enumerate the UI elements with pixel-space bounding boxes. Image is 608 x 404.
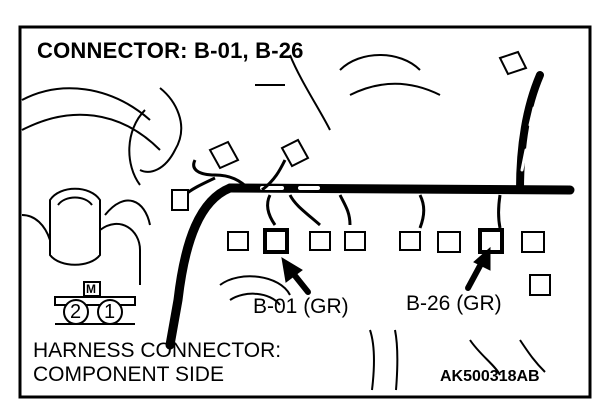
pointer-arrows (281, 246, 491, 295)
highlighted-connectors (263, 228, 504, 254)
engine-background-sketch (21, 54, 546, 391)
pin-label-2: 2 (70, 301, 82, 323)
connector (498, 50, 528, 76)
connector (521, 231, 545, 253)
pin-label-1: 1 (104, 301, 116, 323)
arrow-b01-head (281, 257, 303, 283)
connector-face (54, 281, 136, 325)
arrow-b26-head (473, 246, 491, 271)
connector (227, 231, 249, 251)
connector (344, 231, 366, 251)
branch-wires (183, 159, 502, 229)
connector (208, 140, 240, 170)
callout-b01: B-01 (GR) (253, 295, 349, 318)
connector-b26 (478, 228, 504, 254)
arrow-b26 (465, 259, 485, 291)
diagram-title: CONNECTOR: B-01, B-26 (37, 38, 304, 63)
connector (309, 231, 331, 251)
figure-code: AK500318AB (440, 368, 540, 385)
caption-line-1: HARNESS CONNECTOR: (33, 339, 282, 362)
connector-b01 (263, 228, 289, 254)
caption-line-2: COMPONENT SIDE (33, 363, 224, 386)
connector (399, 231, 421, 251)
diagram-border (18, 25, 592, 399)
callout-b26: B-26 (GR) (406, 292, 502, 315)
connector-marker: M (86, 282, 96, 296)
main-harness (165, 71, 575, 350)
connector (280, 138, 310, 168)
connector (437, 231, 461, 253)
connector (529, 274, 551, 296)
connector (171, 189, 189, 211)
connectors (171, 50, 551, 296)
